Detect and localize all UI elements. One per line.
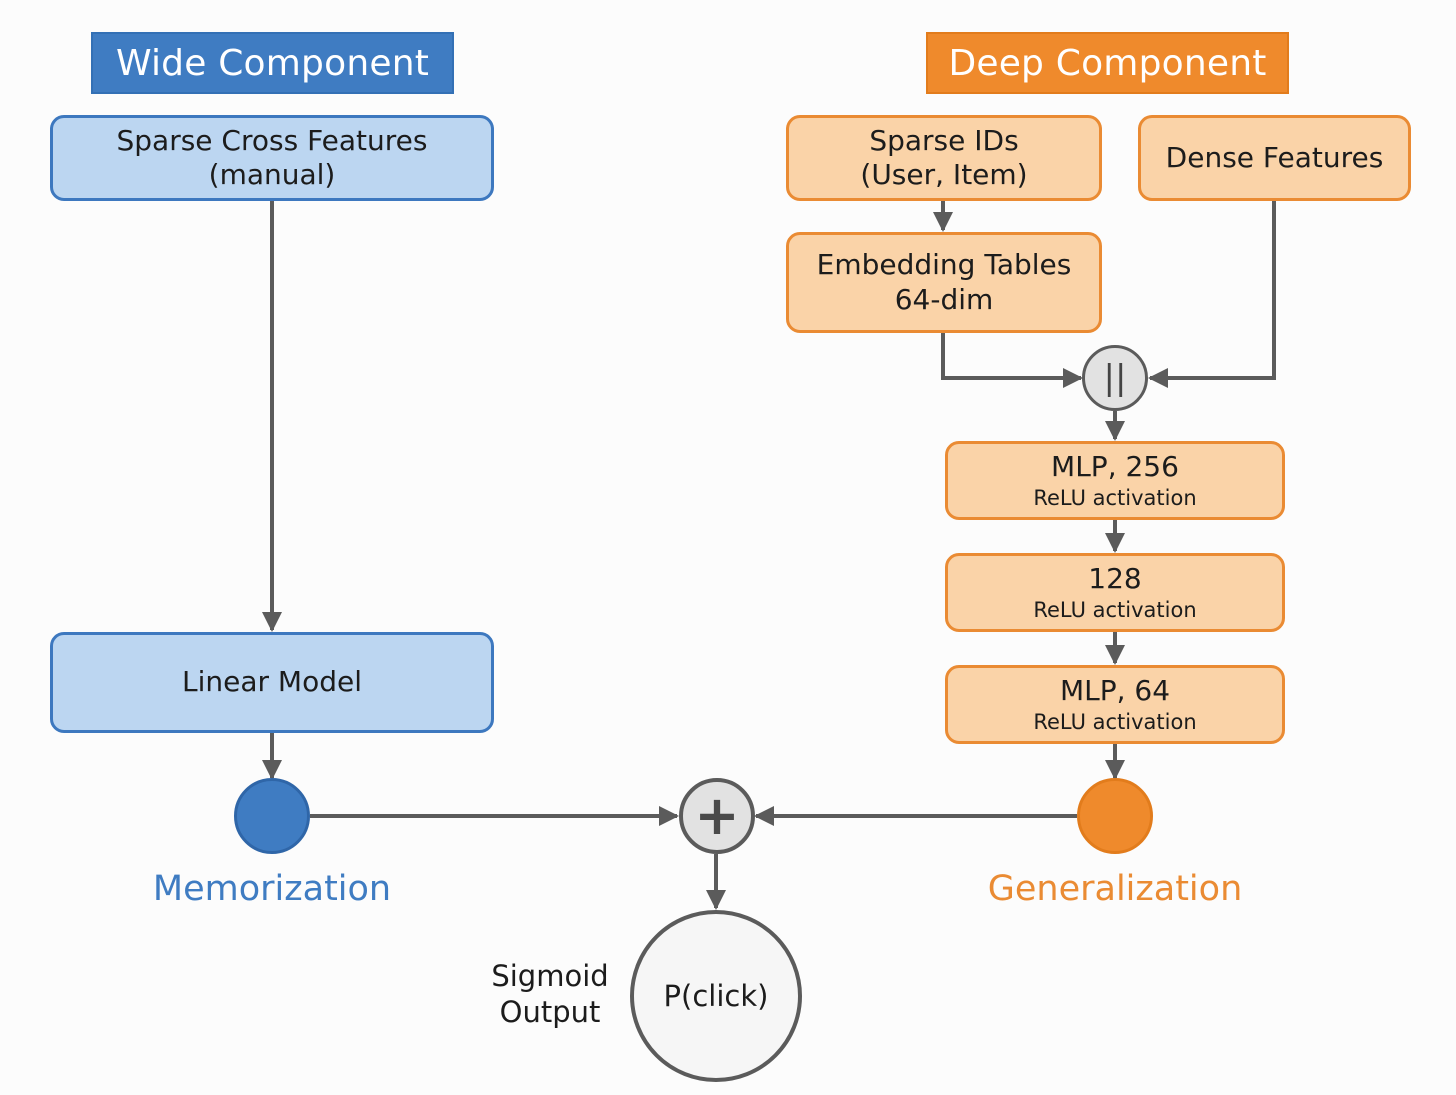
sum-node: + <box>679 778 755 854</box>
deep-component-title: Deep Component <box>948 42 1267 84</box>
plus-icon: + <box>694 784 740 847</box>
embedding-tables-label: Embedding Tables <box>816 248 1072 282</box>
embedding-dim-label: 64-dim <box>894 282 994 316</box>
sparse-ids-box: Sparse IDs (User, Item) <box>786 115 1102 201</box>
deep-component-header: Deep Component <box>926 32 1289 94</box>
sparse-cross-features-label: Sparse Cross Features <box>116 123 428 157</box>
linear-model-label: Linear Model <box>182 665 362 699</box>
dense-features-label: Dense Features <box>1165 140 1384 174</box>
mlp-64-activation: ReLU activation <box>1033 709 1197 734</box>
generalization-node <box>1077 778 1153 854</box>
linear-model-box: Linear Model <box>50 632 494 733</box>
sigmoid-label-line2: Output <box>499 995 601 1030</box>
pclick-output-node: P(click) <box>630 910 802 1082</box>
wide-component-title: Wide Component <box>115 42 430 84</box>
pclick-label: P(click) <box>663 979 769 1013</box>
concat-node: || <box>1082 345 1148 411</box>
memorization-label: Memorization <box>152 869 392 909</box>
dense-features-box: Dense Features <box>1138 115 1411 201</box>
mlp-64-label: MLP, 64 <box>1059 673 1171 707</box>
mlp-128-activation: ReLU activation <box>1033 597 1197 622</box>
sparse-cross-features-box: Sparse Cross Features (manual) <box>50 115 494 201</box>
mlp-128-label: 128 <box>1088 561 1142 595</box>
sparse-ids-label: Sparse IDs <box>869 123 1019 157</box>
arrow-dense-to-concat <box>1148 200 1276 388</box>
mlp-256-box: MLP, 256 ReLU activation <box>945 441 1285 520</box>
sigmoid-output-label: Sigmoid Output <box>470 958 630 1031</box>
mlp-64-box: MLP, 64 ReLU activation <box>945 665 1285 744</box>
memorization-node <box>234 778 310 854</box>
sparse-ids-note: (User, Item) <box>860 158 1028 191</box>
sigmoid-label-line1: Sigmoid <box>491 959 609 993</box>
generalization-label: Generalization <box>987 869 1243 909</box>
mlp-256-label: MLP, 256 <box>1051 449 1179 483</box>
wide-component-header: Wide Component <box>91 32 454 94</box>
arrow-embedding-to-concat <box>941 333 1083 388</box>
mlp-256-activation: ReLU activation <box>1033 485 1197 510</box>
concat-symbol: || <box>1103 358 1127 398</box>
sparse-cross-features-note: (manual) <box>208 158 336 191</box>
mlp-128-box: 128 ReLU activation <box>945 553 1285 632</box>
embedding-tables-box: Embedding Tables 64-dim <box>786 232 1102 333</box>
